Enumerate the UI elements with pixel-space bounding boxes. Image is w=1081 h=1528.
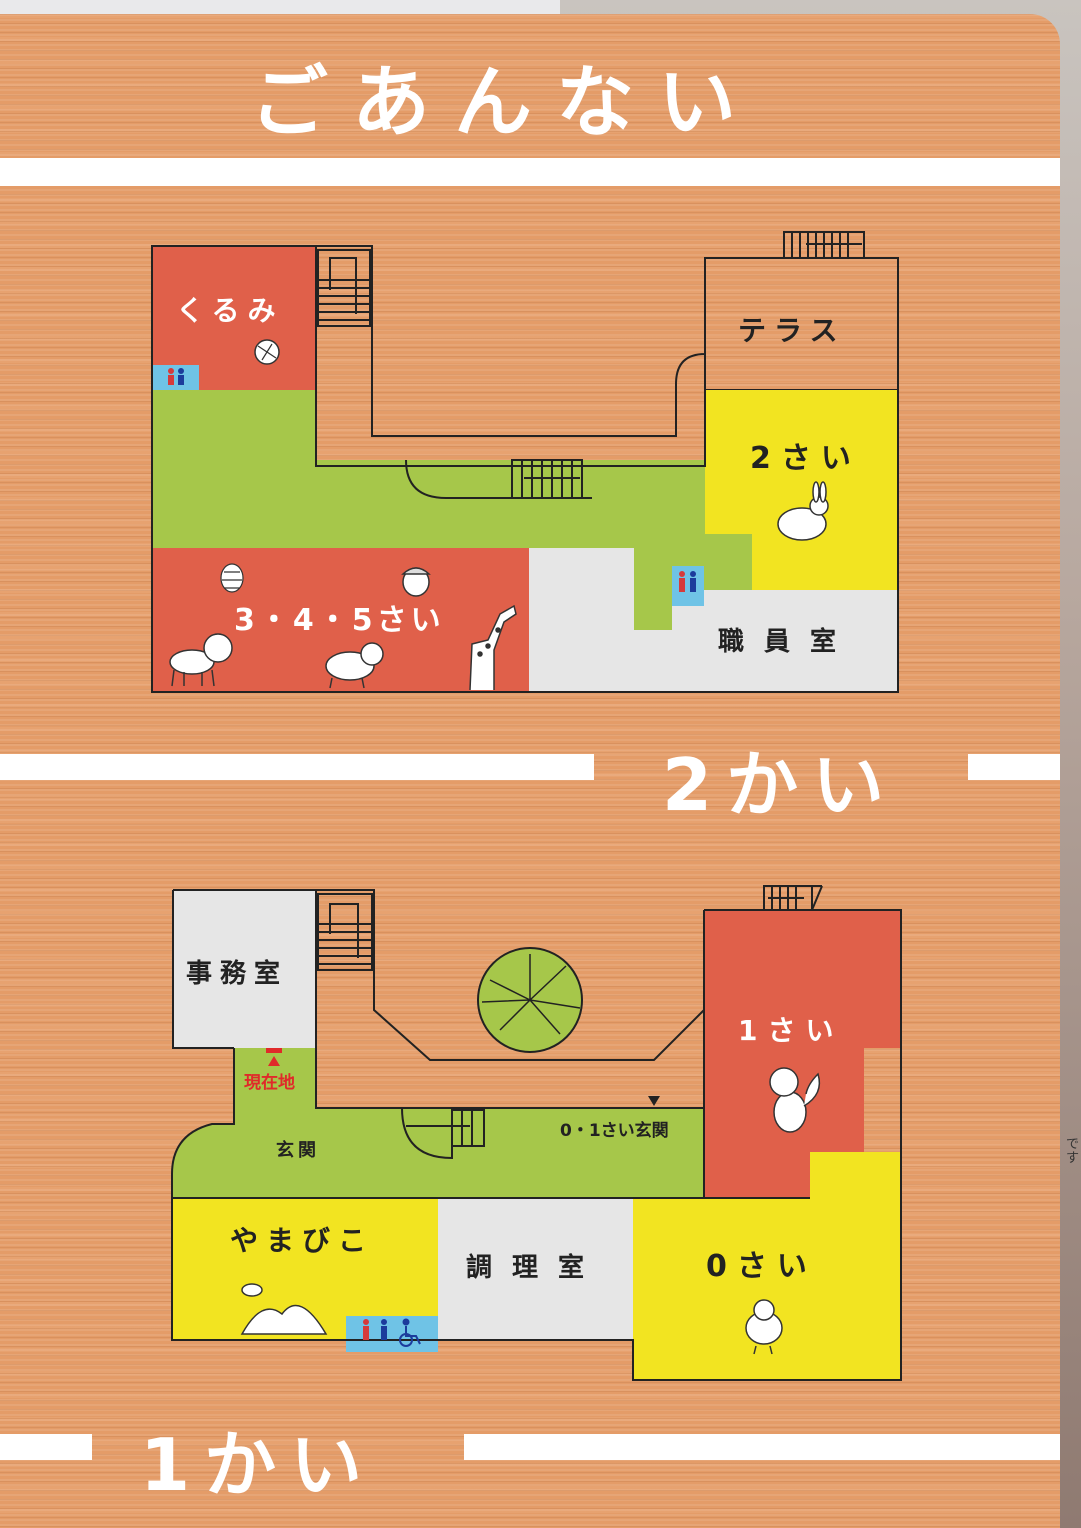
floor-plans: くるみ テラス 2さい 3・4・5さい 職員室	[151, 231, 902, 1381]
restroom-icon	[363, 1319, 387, 1340]
room-kitchen-label: 調理室	[466, 1252, 604, 1283]
entrance01-marker	[648, 1096, 660, 1106]
floor2-band-left	[0, 754, 594, 780]
floor1-hallway	[172, 1048, 704, 1198]
title-band	[0, 158, 1060, 186]
floor2-heading: 2かい	[662, 743, 899, 827]
entrance01-label: 0・1さい玄関	[560, 1120, 669, 1141]
floor2-hallway	[152, 390, 752, 630]
room-terrace-label: テラス	[738, 314, 845, 347]
floor1-band-left	[0, 1434, 92, 1460]
entrance-label: 玄関	[276, 1139, 320, 1161]
floor1-band-right	[464, 1434, 1060, 1460]
walnut-icon	[254, 339, 280, 365]
room-office-label: 事務室	[186, 958, 288, 989]
stairs-icon	[317, 893, 373, 971]
guide-title: ごあんない	[250, 58, 761, 148]
current-location-label: 現在地	[244, 1072, 295, 1093]
room-kitchen[interactable]	[438, 1198, 633, 1340]
stairs-icon	[783, 231, 865, 259]
rabbit-icon	[777, 481, 829, 541]
giraffe-icon	[469, 604, 517, 691]
acorn-icon	[401, 567, 431, 597]
room-age1-label: 1さい	[738, 1014, 843, 1047]
room-age0-label: 0さい	[706, 1249, 817, 1284]
restroom-2f-staff	[672, 566, 704, 606]
room-staff[interactable]	[529, 548, 898, 692]
floor2-outline	[151, 245, 899, 693]
floor1-heading: 1かい	[140, 1423, 377, 1507]
wheelchair-icon	[399, 1318, 421, 1347]
chick-icon	[745, 1299, 783, 1355]
stairs-icon	[401, 1107, 485, 1160]
restroom-1f	[346, 1316, 438, 1352]
restroom-icon	[168, 368, 184, 385]
floor1-outline	[171, 889, 902, 1381]
room-age2-label: 2さい	[750, 441, 861, 476]
tree-icon	[477, 947, 583, 1053]
pinecone-icon	[220, 563, 244, 593]
current-location-icon	[266, 1048, 282, 1066]
stairs-icon	[317, 249, 371, 327]
floor1-plan: 事務室 現在地 玄関 0・1さい玄関 1さい やまびこ 調理室 0さい	[171, 885, 902, 1381]
side-note: です	[1066, 1138, 1080, 1166]
guide-board: ごあんない	[0, 14, 1060, 1528]
floor2-band-right	[968, 754, 1060, 780]
restroom-icon	[679, 571, 696, 592]
squirrel-icon	[769, 1067, 821, 1133]
raccoon-icon	[325, 642, 384, 689]
room-kurumi-label: くるみ	[176, 294, 283, 327]
stairs-icon	[405, 459, 592, 499]
lion-icon	[169, 633, 233, 687]
room-age0[interactable]	[633, 1152, 901, 1380]
mountain-icon	[240, 1283, 328, 1335]
floor2-plan: くるみ テラス 2さい 3・4・5さい 職員室	[151, 231, 899, 693]
room-age2[interactable]	[705, 390, 898, 590]
room-age1[interactable]	[704, 910, 901, 1198]
restroom-2f-kurumi	[153, 365, 199, 390]
room-office[interactable]	[173, 890, 316, 1048]
room-yamabiko-label: やまびこ	[230, 1224, 374, 1257]
room-staff-label: 職員室	[718, 626, 856, 657]
room-age345-label: 3・4・5さい	[234, 603, 445, 638]
stairs-icon	[763, 885, 823, 911]
